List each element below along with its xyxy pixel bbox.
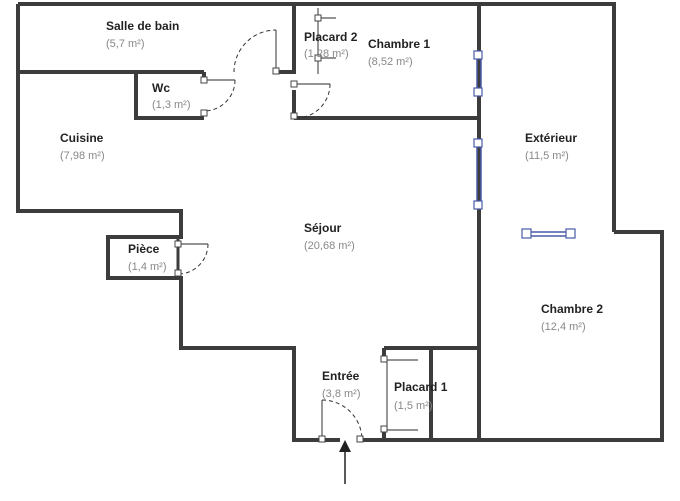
room-label-wc: Wc (1,3 m²): [152, 81, 191, 111]
room-label-chambre-1: Chambre 1 (8,52 m²): [368, 37, 430, 68]
room-name: Extérieur: [525, 131, 577, 145]
room-area: (8,52 m²): [368, 56, 413, 68]
room-name: Wc: [152, 81, 170, 95]
room-area: (1,5 m²): [394, 400, 433, 412]
room-name: Chambre 1: [368, 37, 430, 51]
window-sejour-bottom-jamb: [473, 200, 483, 210]
window-sejour-top-jamb: [473, 138, 483, 148]
room-name: Pièce: [128, 242, 160, 256]
room-area: (1,3 m²): [152, 99, 191, 111]
room-area: (1,28 m²): [304, 48, 349, 60]
room-name: Placard 1: [394, 380, 448, 394]
room-name: Salle de bain: [106, 19, 179, 33]
room-area: (20,68 m²): [304, 240, 355, 252]
door-placard-2[interactable]: [314, 8, 336, 74]
windows: [473, 50, 576, 239]
entry-arrow-icon: [339, 440, 351, 484]
room-name: Séjour: [304, 221, 342, 235]
room-label-placard-1: Placard 1 (1,5 m²): [394, 380, 448, 412]
door-bathroom[interactable]: [233, 29, 280, 75]
door-wc-swing: [203, 79, 236, 112]
outer-wall-left: [16, 4, 340, 442]
room-area: (7,98 m²): [60, 150, 105, 162]
window-chambre1-top-jamb: [473, 50, 483, 60]
room-label-entree: Entrée (3,8 m²): [322, 369, 361, 400]
room-name: Chambre 2: [541, 302, 603, 316]
room-area: (11,5 m²): [525, 150, 569, 162]
door-bathroom-swing: [233, 29, 277, 73]
room-area: (3,8 m²): [322, 388, 361, 400]
room-label-chambre-2: Chambre 2 (12,4 m²): [541, 302, 603, 333]
room-label-piece: Pièce (1,4 m²): [128, 242, 167, 273]
outer-wall-top: [18, 2, 616, 232]
room-label-cuisine: Cuisine (7,98 m²): [60, 131, 105, 162]
doors: [174, 8, 418, 443]
door-chambre-1[interactable]: [290, 80, 331, 120]
door-entrance-swing: [321, 399, 363, 441]
room-name: Placard 2: [304, 30, 358, 44]
door-chambre1-swing: [295, 83, 331, 119]
wc-walls: [134, 72, 204, 120]
room-name: Cuisine: [60, 131, 104, 145]
door-piece[interactable]: [174, 240, 209, 277]
door-piece-swing: [177, 243, 209, 275]
door-entrance[interactable]: [318, 399, 364, 443]
room-label-sejour: Séjour (20,68 m²): [304, 221, 355, 252]
window-chambre2-left-jamb: [521, 228, 532, 239]
walls: [16, 2, 664, 442]
room-area: (1,4 m²): [128, 261, 167, 273]
room-label-exterieur: Extérieur (11,5 m²): [525, 131, 577, 162]
door-wc[interactable]: [200, 76, 236, 117]
room-area: (5,7 m²): [106, 38, 145, 50]
window-chambre2-right-jamb: [565, 228, 576, 239]
room-name: Entrée: [322, 369, 360, 383]
door-placard-1[interactable]: [380, 355, 418, 433]
room-label-placard-2: Placard 2 (1,28 m²): [304, 30, 358, 60]
window-chambre1-bottom-jamb: [473, 87, 483, 97]
outer-wall-bottom: [362, 230, 664, 442]
room-area: (12,4 m²): [541, 321, 586, 333]
room-label-salle-de-bain: Salle de bain (5,7 m²): [106, 19, 179, 50]
